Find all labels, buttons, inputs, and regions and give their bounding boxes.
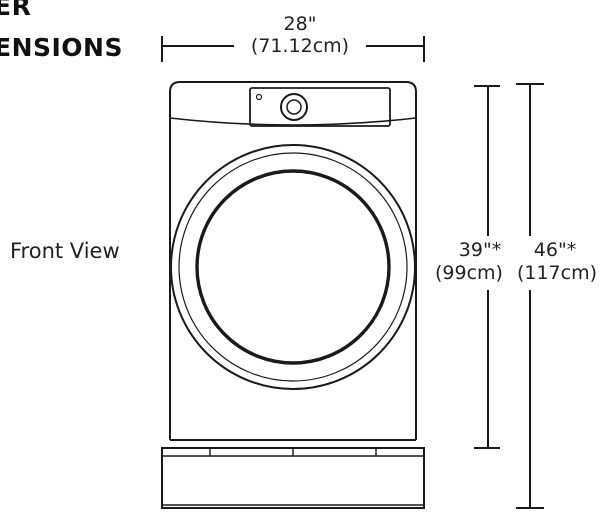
dryer-cabinet [161,81,425,509]
title-line-2: ENSIONS [0,33,123,62]
control-panel-edge [169,117,417,126]
cabinet-height-metric-label: (99cm) [435,262,503,284]
title-line-1: ER [0,0,32,21]
cabinet-outline [169,81,417,440]
front-view-label: Front View [10,239,120,263]
power-button-icon [255,93,263,101]
total-height-metric-label: (117cm) [516,262,598,284]
control-knob-outer [280,93,308,121]
width-imperial-label: 28" [283,13,317,35]
door-window [195,169,391,365]
door-outer-ring [170,144,416,390]
control-knob-inner [286,99,302,115]
pedestal [161,447,425,509]
cabinet-height-imperial-label: 39"* [458,239,502,261]
control-panel [249,87,391,127]
total-height-imperial-label: 46"* [533,239,577,261]
door-trim-ring [178,152,408,382]
width-metric-label: (71.12cm) [250,35,350,57]
